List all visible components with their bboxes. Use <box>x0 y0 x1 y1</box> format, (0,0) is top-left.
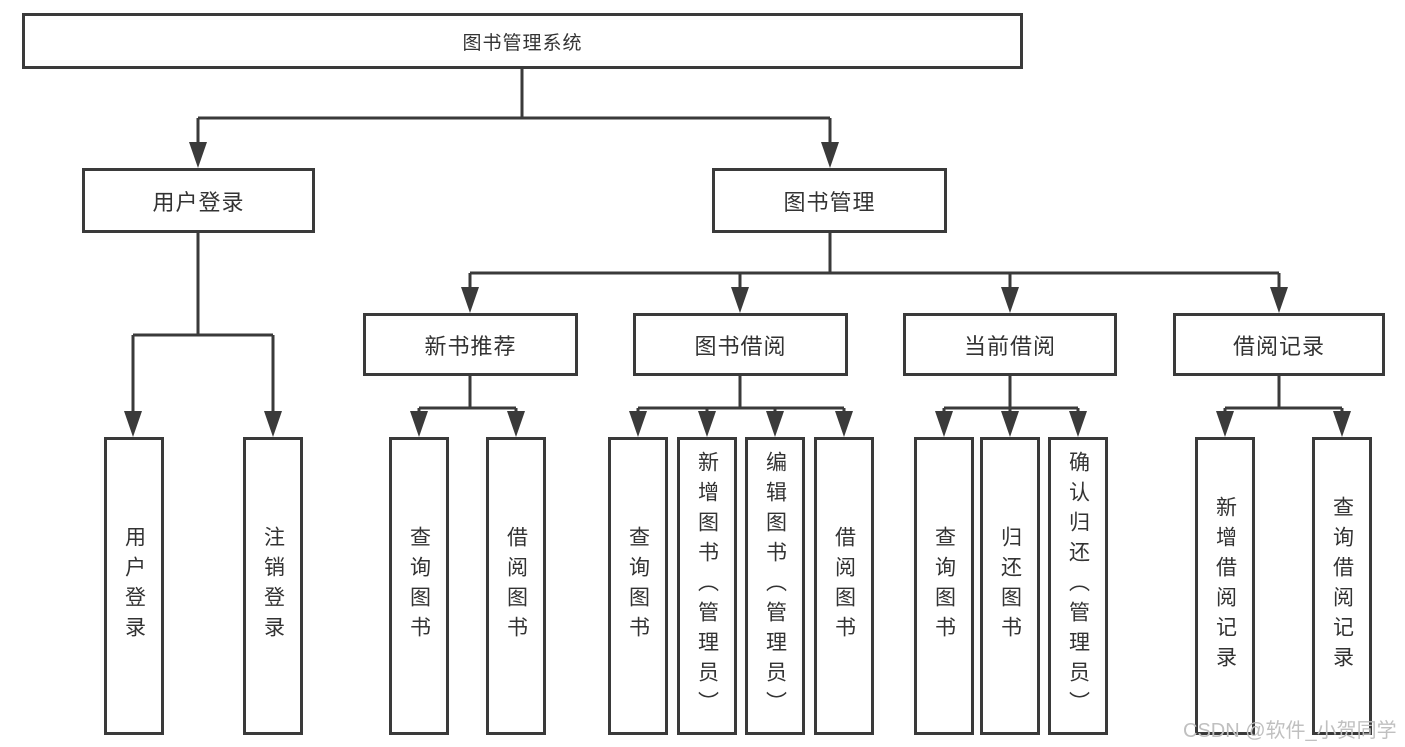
node-user-login: 用户登录 <box>82 168 315 233</box>
leaf-label: 查询图书 <box>407 526 431 646</box>
node-group-borrow-records: 借阅记录 <box>1173 313 1385 376</box>
node-group-new-book-recommendation: 新书推荐 <box>363 313 578 376</box>
leaf-label: 编辑图书（管理员） <box>763 451 787 721</box>
leaf-records-add-borrow-record: 新增借阅记录 <box>1195 437 1255 735</box>
node-root-system: 图书管理系统 <box>22 13 1023 69</box>
leaf-label: 查询图书 <box>932 526 956 646</box>
leaf-recommend-borrow-books: 借阅图书 <box>486 437 546 735</box>
node-book-management: 图书管理 <box>712 168 947 233</box>
leaf-label: 借阅图书 <box>504 526 528 646</box>
leaf-label: 新增借阅记录 <box>1213 496 1237 676</box>
group-label: 新书推荐 <box>424 333 517 359</box>
leaf-borrowing-add-books-admin: 新增图书（管理员） <box>677 437 737 735</box>
node-group-book-borrowing: 图书借阅 <box>633 313 848 376</box>
leaf-label: 注销登录 <box>261 526 285 646</box>
leaf-recommend-query-books: 查询图书 <box>389 437 449 735</box>
leaf-user-login: 用户登录 <box>104 437 164 735</box>
group-label: 图书借阅 <box>694 333 787 359</box>
leaf-current-query-books: 查询图书 <box>914 437 974 735</box>
leaf-current-confirm-return-admin: 确认归还（管理员） <box>1048 437 1108 735</box>
leaf-borrowing-edit-books-admin: 编辑图书（管理员） <box>745 437 805 735</box>
leaf-label: 借阅图书 <box>832 526 856 646</box>
csdn-watermark: CSDN @软件_小贺同学 <box>1183 720 1397 742</box>
node-root-label: 图书管理系统 <box>462 32 583 54</box>
leaf-label: 新增图书（管理员） <box>695 451 719 721</box>
leaf-borrowing-borrow-books: 借阅图书 <box>814 437 874 735</box>
leaf-logout: 注销登录 <box>243 437 303 735</box>
node-user-login-label: 用户登录 <box>152 189 245 215</box>
group-label: 借阅记录 <box>1232 333 1325 359</box>
leaf-records-query-borrow-record: 查询借阅记录 <box>1312 437 1372 735</box>
leaf-label: 用户登录 <box>122 526 146 646</box>
leaf-label: 查询借阅记录 <box>1330 496 1354 676</box>
leaf-current-return-books: 归还图书 <box>980 437 1040 735</box>
leaf-label: 确认归还（管理员） <box>1066 451 1090 721</box>
node-group-current-borrowing: 当前借阅 <box>903 313 1117 376</box>
leaf-label: 归还图书 <box>998 526 1022 646</box>
group-label: 当前借阅 <box>963 333 1056 359</box>
leaf-borrowing-query-books: 查询图书 <box>608 437 668 735</box>
leaf-label: 查询图书 <box>626 526 650 646</box>
node-book-management-label: 图书管理 <box>783 189 876 215</box>
